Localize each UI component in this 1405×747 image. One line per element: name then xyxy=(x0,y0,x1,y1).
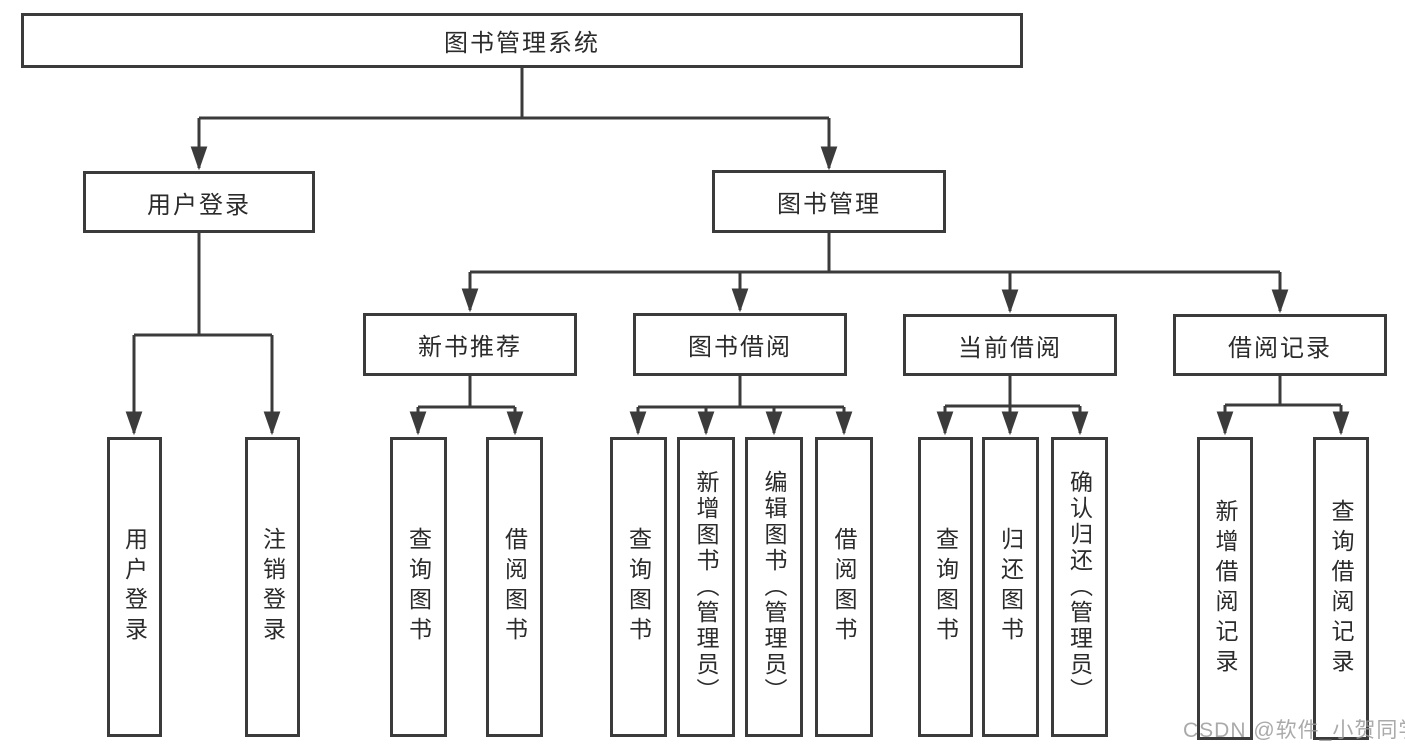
node-label: 查询借阅记录 xyxy=(1328,498,1354,679)
node-current-borrow: 当前借阅 xyxy=(903,314,1117,376)
watermark: CSDN @软件_小贺同学 xyxy=(1183,719,1405,742)
leaf-logout: 注销登录 xyxy=(245,437,300,737)
leaf-query-books-3: 查询图书 xyxy=(918,437,973,737)
node-label: 归还图书 xyxy=(997,527,1024,647)
leaf-borrow-books-1: 借阅图书 xyxy=(486,437,543,737)
node-user-login: 用户登录 xyxy=(83,171,315,233)
leaf-add-borrow-record: 新增借阅记录 xyxy=(1197,437,1253,740)
connector-trunks xyxy=(134,68,1341,409)
leaf-query-borrow-record: 查询借阅记录 xyxy=(1313,437,1369,740)
node-book-borrow: 图书借阅 xyxy=(633,313,847,376)
node-label: 新增图书（管理员） xyxy=(693,470,719,704)
leaf-add-book-admin: 新增图书（管理员） xyxy=(677,437,735,737)
node-label: 图书管理 xyxy=(777,191,881,218)
node-new-book-recommend: 新书推荐 xyxy=(363,313,577,376)
leaf-borrow-books-2: 借阅图书 xyxy=(815,437,873,737)
node-label: 新增借阅记录 xyxy=(1212,498,1238,679)
node-label: 图书借阅 xyxy=(688,334,792,361)
node-book-management: 图书管理 xyxy=(712,170,946,233)
node-label: 确认归还（管理员） xyxy=(1066,470,1093,704)
leaf-confirm-return-admin: 确认归还（管理员） xyxy=(1051,437,1108,737)
node-borrow-records: 借阅记录 xyxy=(1173,314,1387,376)
leaf-query-books-2: 查询图书 xyxy=(610,437,667,737)
node-label: 借阅图书 xyxy=(831,527,857,647)
node-label: 当前借阅 xyxy=(958,334,1062,362)
node-label: 新书推荐 xyxy=(418,334,522,361)
node-label: 借阅记录 xyxy=(1228,334,1332,362)
node-label: 借阅图书 xyxy=(501,527,528,647)
leaf-return-book: 归还图书 xyxy=(982,437,1039,737)
node-label: 用户登录 xyxy=(121,527,148,647)
leaf-edit-book-admin: 编辑图书（管理员） xyxy=(745,437,803,737)
node-label: 注销登录 xyxy=(259,527,286,647)
node-label: 查询图书 xyxy=(405,527,432,647)
node-label: 编辑图书（管理员） xyxy=(761,470,787,704)
node-root: 图书管理系统 xyxy=(21,13,1023,68)
node-label: 查询图书 xyxy=(625,527,652,647)
node-label: 图书管理系统 xyxy=(444,30,600,57)
leaf-query-books-1: 查询图书 xyxy=(390,437,447,737)
node-label: 查询图书 xyxy=(932,527,959,647)
leaf-user-login: 用户登录 xyxy=(107,437,162,737)
node-label: 用户登录 xyxy=(147,191,251,219)
